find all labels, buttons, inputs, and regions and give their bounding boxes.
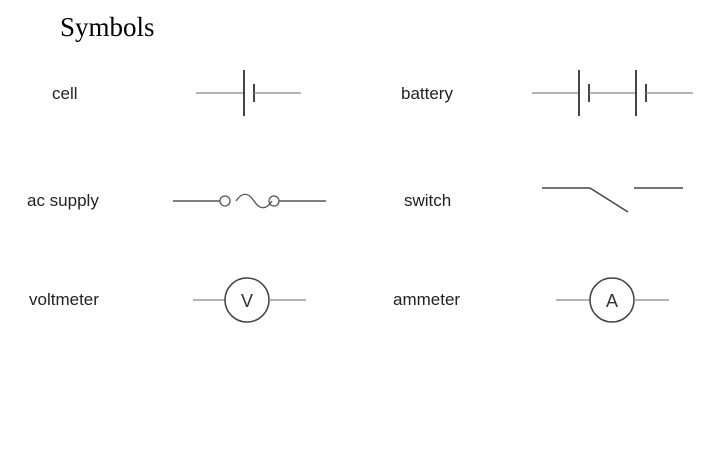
- label-ac-supply: ac supply: [27, 191, 99, 210]
- switch-symbol: [542, 187, 683, 213]
- label-switch: switch: [404, 191, 452, 210]
- label-ammeter: ammeter: [393, 290, 461, 309]
- voltmeter-symbol: V: [193, 277, 306, 323]
- ammeter-letter: A: [606, 291, 618, 311]
- label-battery: battery: [401, 84, 453, 103]
- label-voltmeter: voltmeter: [29, 290, 99, 309]
- battery-symbol: [532, 70, 693, 116]
- ammeter-symbol: A: [556, 277, 669, 323]
- label-cell: cell: [52, 84, 78, 103]
- voltmeter-letter: V: [241, 291, 253, 311]
- cell-symbol: [196, 70, 301, 116]
- page-title: Symbols: [60, 12, 155, 42]
- ac-supply-symbol: [173, 193, 326, 209]
